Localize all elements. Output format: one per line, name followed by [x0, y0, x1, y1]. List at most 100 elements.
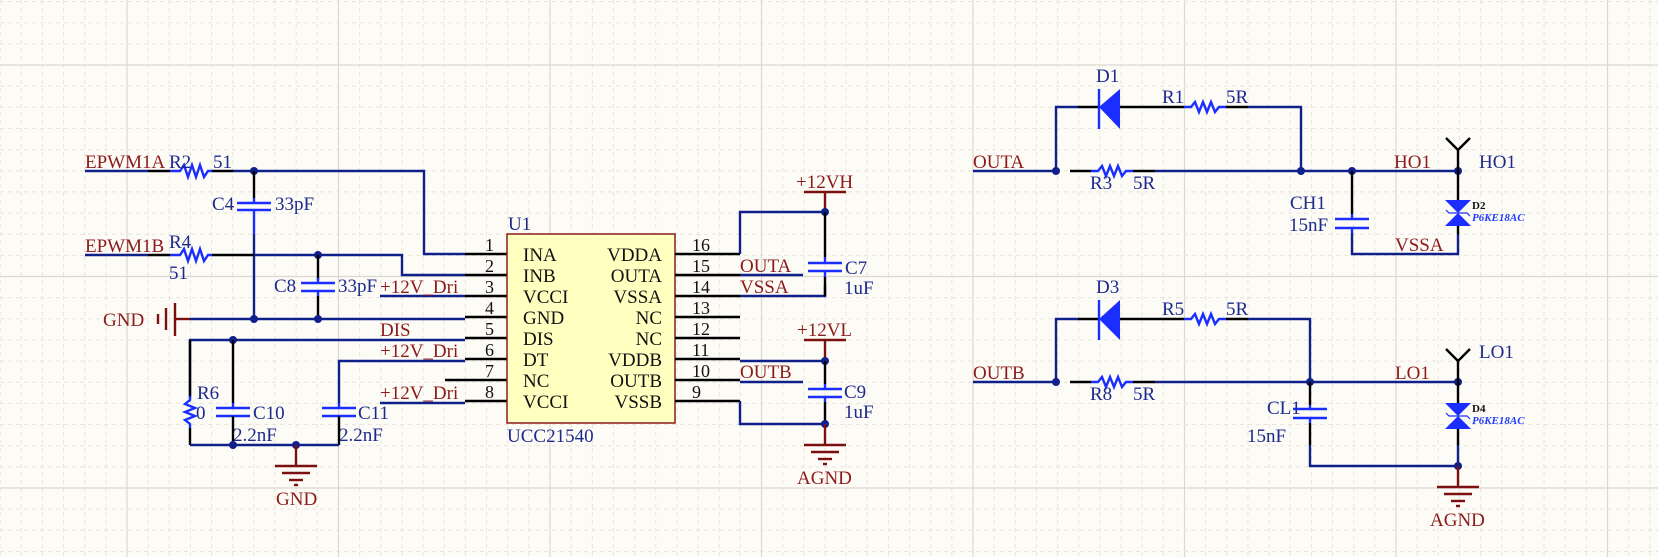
- ic-pin-name: DT: [523, 350, 549, 371]
- net-label-outb: OUTB: [740, 362, 792, 383]
- tvs-d2-symbol[interactable]: [1445, 200, 1471, 213]
- ic-body[interactable]: [506, 233, 676, 424]
- net-label-12vh: +12VH: [796, 172, 853, 193]
- ic-pin-number: 3: [485, 277, 494, 297]
- designator-ch1: CH1: [1290, 193, 1326, 214]
- tvs-d4-symbol[interactable]: [1445, 403, 1471, 416]
- ic-pin-name: OUTB: [610, 371, 662, 392]
- wire: [1248, 317, 1312, 382]
- value-c7: 1uF: [844, 278, 874, 299]
- value-r2: 51: [213, 152, 232, 173]
- tvs-d4-bar: [1445, 412, 1471, 420]
- value-ch1: 15nF: [1289, 215, 1328, 236]
- tvs-d2-bar: [1445, 209, 1471, 217]
- net-label-outb: OUTB: [973, 363, 1025, 384]
- designator-c8: C8: [274, 276, 296, 297]
- junction: [229, 441, 237, 449]
- tvs-d4-symbol[interactable]: [1445, 416, 1471, 429]
- resistor-r4-symbol[interactable]: [170, 245, 212, 265]
- wire: [254, 253, 465, 277]
- port-lo1-symbol[interactable]: [1445, 348, 1471, 363]
- net-label-epwm1a: EPWM1A: [85, 152, 166, 173]
- ic-pin-name: VDDB: [608, 350, 662, 371]
- ic-pin-name: INB: [523, 266, 556, 287]
- value-c11: 2.2nF: [339, 425, 383, 446]
- designator-d3: D3: [1096, 277, 1119, 298]
- ic-part-number: UCC21540: [507, 426, 594, 447]
- net-label-agnd: AGND: [1430, 510, 1485, 531]
- ic-pin-name: GND: [523, 308, 564, 329]
- ic-pin-number: 15: [692, 256, 710, 276]
- ic-pin-name: VDDA: [607, 245, 662, 266]
- ic-pin-number: 6: [485, 340, 494, 360]
- port-label-lo1: LO1: [1479, 342, 1514, 363]
- resistor-r6-symbol[interactable]: [181, 396, 199, 428]
- ic-pin-number: 4: [485, 298, 494, 318]
- designator-c10: C10: [253, 403, 285, 424]
- port-ho1-symbol[interactable]: [1445, 137, 1471, 152]
- wire: [738, 401, 825, 426]
- input-section: EPWM1A R2 51 C4 33pF EPWM1B R4 51 C8 33p…: [85, 152, 507, 510]
- diode-d1-symbol[interactable]: [1099, 89, 1120, 129]
- net-label-agnd: AGND: [797, 468, 852, 489]
- net-label-outa: OUTA: [973, 152, 1025, 173]
- net-label-vssa: VSSA: [740, 277, 789, 298]
- tvs-d2-symbol[interactable]: [1445, 213, 1471, 226]
- resistor-r8-symbol[interactable]: [1091, 373, 1133, 391]
- designator-r5: R5: [1162, 299, 1184, 320]
- wire: [337, 359, 465, 403]
- resistor-r1-symbol[interactable]: [1184, 98, 1226, 116]
- value-r6: 0: [196, 403, 206, 424]
- resistor-r2-symbol[interactable]: [170, 161, 212, 181]
- wire: [1054, 105, 1078, 171]
- designator-r8: R8: [1090, 384, 1112, 405]
- designator-r2: R2: [169, 152, 191, 173]
- ic-pin-number: 10: [692, 361, 710, 381]
- ic-designator: U1: [508, 214, 531, 235]
- designator-c7: C7: [845, 258, 867, 279]
- designator-c11: C11: [358, 403, 389, 424]
- ic-pin-name: NC: [523, 371, 549, 392]
- value-r4: 51: [169, 263, 188, 284]
- diode-d3-symbol[interactable]: [1099, 300, 1120, 340]
- ic-pin-number: 8: [485, 382, 494, 402]
- high-side-gate-network: OUTA D1 R1 5R R3 5R HO1 CH1 15nF VSSA: [973, 66, 1525, 256]
- designator-r4: R4: [169, 232, 192, 253]
- ic-pin-name: DIS: [523, 329, 554, 350]
- wire: [233, 169, 465, 256]
- net-label-12vl: +12VL: [797, 320, 852, 341]
- net-label-lo1: LO1: [1395, 363, 1430, 384]
- designator-c4: C4: [212, 194, 235, 215]
- wire: [1350, 233, 1460, 256]
- designator-r3: R3: [1090, 173, 1112, 194]
- resistor-r3-symbol[interactable]: [1091, 162, 1133, 180]
- ic-pin-number: 12: [692, 319, 710, 339]
- junction: [314, 315, 322, 323]
- value-c4: 33pF: [275, 194, 314, 215]
- designator-d2: D2: [1472, 200, 1486, 212]
- net-label-12v-dri: +12V_Dri: [380, 277, 458, 298]
- net-label-vssa: VSSA: [1395, 235, 1444, 256]
- supply-section: OUTA VSSA OUTB +12VH C7 1uF +12VL: [675, 172, 874, 489]
- value-d2: P6KE18AC: [1472, 212, 1525, 224]
- wire: [738, 210, 825, 254]
- ic-pin-name: VSSB: [614, 392, 662, 413]
- ic-pin-number: 11: [692, 340, 709, 360]
- value-cl1: 15nF: [1247, 426, 1286, 447]
- value-c8: 33pF: [338, 276, 377, 297]
- value-d4: P6KE18AC: [1472, 415, 1525, 427]
- wire: [1308, 445, 1458, 468]
- resistor-r5-symbol[interactable]: [1184, 310, 1226, 328]
- ic-pin-number: 14: [692, 277, 710, 297]
- value-r8: 5R: [1133, 384, 1156, 405]
- ic-pin-name: VCCI: [523, 287, 568, 308]
- net-label-epwm1b: EPWM1B: [85, 236, 164, 257]
- ic-pin-name: VCCI: [523, 392, 568, 413]
- designator-cl1: CL1: [1267, 398, 1301, 419]
- ic-pin-name: INA: [523, 245, 557, 266]
- low-side-gate-network: OUTB D3 R5 5R R8 5R LO1 CL1 15nF: [973, 277, 1525, 531]
- net-label-outa: OUTA: [740, 256, 792, 277]
